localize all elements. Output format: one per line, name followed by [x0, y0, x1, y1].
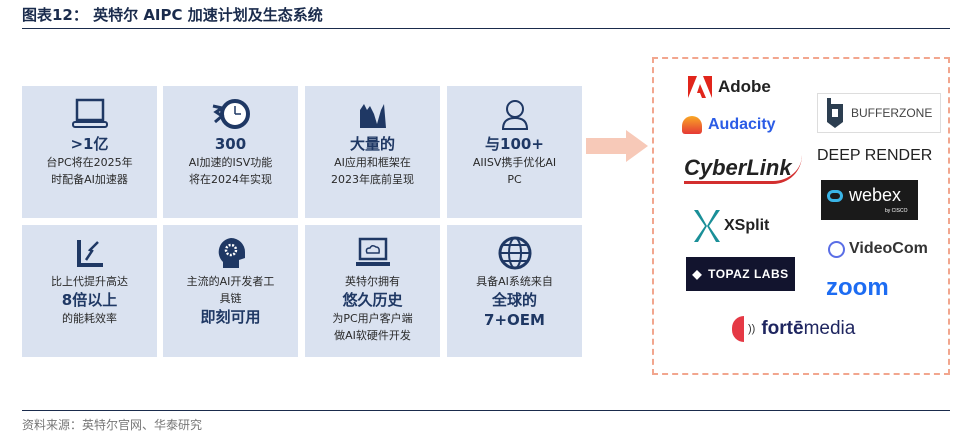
card-text: 将在2024年实现 [189, 173, 272, 186]
adobe-label: Adobe [718, 77, 771, 96]
person-icon [447, 94, 582, 134]
card-text: AI应用和框架在 [334, 156, 411, 169]
card-text: AI加速的ISV功能 [188, 156, 273, 169]
forte-label: fortē [761, 318, 804, 339]
videocom-icon [828, 240, 845, 258]
arrow-right-icon [626, 130, 648, 162]
card-highlight: 大量的 [349, 135, 395, 153]
clock-icon [163, 94, 298, 134]
arrow-shaft [586, 138, 626, 154]
figure-title: 图表12： 英特尔 AIPC 加速计划及生态系统 [22, 6, 323, 24]
card-highlight: 8倍以上 [61, 291, 118, 309]
card-text: 具链 [219, 292, 242, 305]
zoom-logo: zoom [826, 274, 889, 301]
card-highlight: >1亿 [70, 135, 109, 153]
card-text: 2023年底前呈现 [331, 173, 414, 186]
card-text: 具备AI系统来自 [476, 275, 553, 288]
card-efficiency: 比上代提升高达 8倍以上 的能耗效率 [22, 225, 157, 357]
webex-logo: webex by CISCO [821, 180, 918, 220]
webex-label: webex [849, 185, 902, 205]
bufferzone-logo: BUFFERZONE [817, 93, 941, 133]
bufferzone-label: BUFFERZONE [851, 106, 933, 120]
bufferzone-icon [827, 98, 843, 128]
card-text: 英特尔拥有 [345, 275, 400, 288]
card-highlight: 300 [214, 135, 247, 153]
fortemedia-icon [732, 316, 744, 342]
videocom-label: VideoCom [849, 240, 928, 257]
card-history: 英特尔拥有 悠久历史 为PC用户客户端 做AI软硬件开发 [305, 225, 440, 357]
card-highlight: 悠久历史 [342, 291, 403, 309]
videocom-logo: VideoCom [828, 240, 928, 258]
topaz-label: TOPAZ LABS [708, 267, 789, 281]
audacity-icon [682, 116, 702, 134]
title-divider [22, 28, 950, 29]
topaz-labs-logo: ◆ TOPAZ LABS [686, 257, 795, 291]
card-highlight: 全球的 [491, 291, 537, 309]
card-text: 时配备AI加速器 [51, 173, 128, 186]
ecosystem-logos-box [652, 57, 950, 375]
adobe-logo: Adobe [688, 76, 771, 98]
chart-icon [305, 94, 440, 134]
card-text: 主流的AI开发者工 [186, 275, 275, 288]
brain-gear-icon [163, 233, 298, 273]
card-text: PC [507, 173, 522, 186]
card-text: 为PC用户客户端 [332, 312, 413, 325]
xsplit-icon [694, 210, 720, 242]
deep-render-logo: DEEP RENDER [817, 147, 933, 164]
card-dev-tools: 主流的AI开发者工 具链 即刻可用 [163, 225, 298, 357]
card-highlight: 即刻可用 [200, 308, 261, 326]
webex-sub: by CISCO [885, 208, 908, 214]
audacity-logo: Audacity [682, 116, 776, 134]
xsplit-logo: XSplit [694, 210, 769, 242]
audacity-label: Audacity [708, 116, 776, 133]
adobe-icon [688, 76, 712, 98]
cloud-laptop-icon [305, 233, 440, 273]
cyberlink-logo: CyberLink [684, 155, 802, 184]
card-highlight: 7+OEM [484, 311, 545, 329]
laptop-icon [22, 94, 157, 134]
card-oem: 具备AI系统来自 全球的 7+OEM [447, 225, 582, 357]
card-isv-features: 300 AI加速的ISV功能 将在2024年实现 [163, 86, 298, 218]
footer-divider [22, 410, 950, 411]
card-isv-partners: 与100+ AIISV携手优化AI PC [447, 86, 582, 218]
card-pc-count: >1亿 台PC将在2025年 时配备AI加速器 [22, 86, 157, 218]
topaz-icon: ◆ [692, 267, 703, 281]
xsplit-label: XSplit [724, 217, 770, 234]
card-text: 的能耗效率 [62, 312, 117, 325]
growth-icon [22, 233, 157, 273]
source-note: 资料来源：英特尔官网、华泰研究 [22, 418, 203, 432]
webex-icon [827, 190, 843, 202]
card-highlight: 与100+ [485, 135, 544, 153]
media-label: media [803, 318, 856, 339]
card-text: 比上代提升高达 [51, 275, 128, 288]
card-text: 台PC将在2025年 [46, 156, 133, 169]
card-ai-apps: 大量的 AI应用和框架在 2023年底前呈现 [305, 86, 440, 218]
card-text: 做AI软硬件开发 [334, 329, 411, 342]
globe-icon [447, 233, 582, 273]
card-text: AIISV携手优化AI [472, 156, 557, 169]
